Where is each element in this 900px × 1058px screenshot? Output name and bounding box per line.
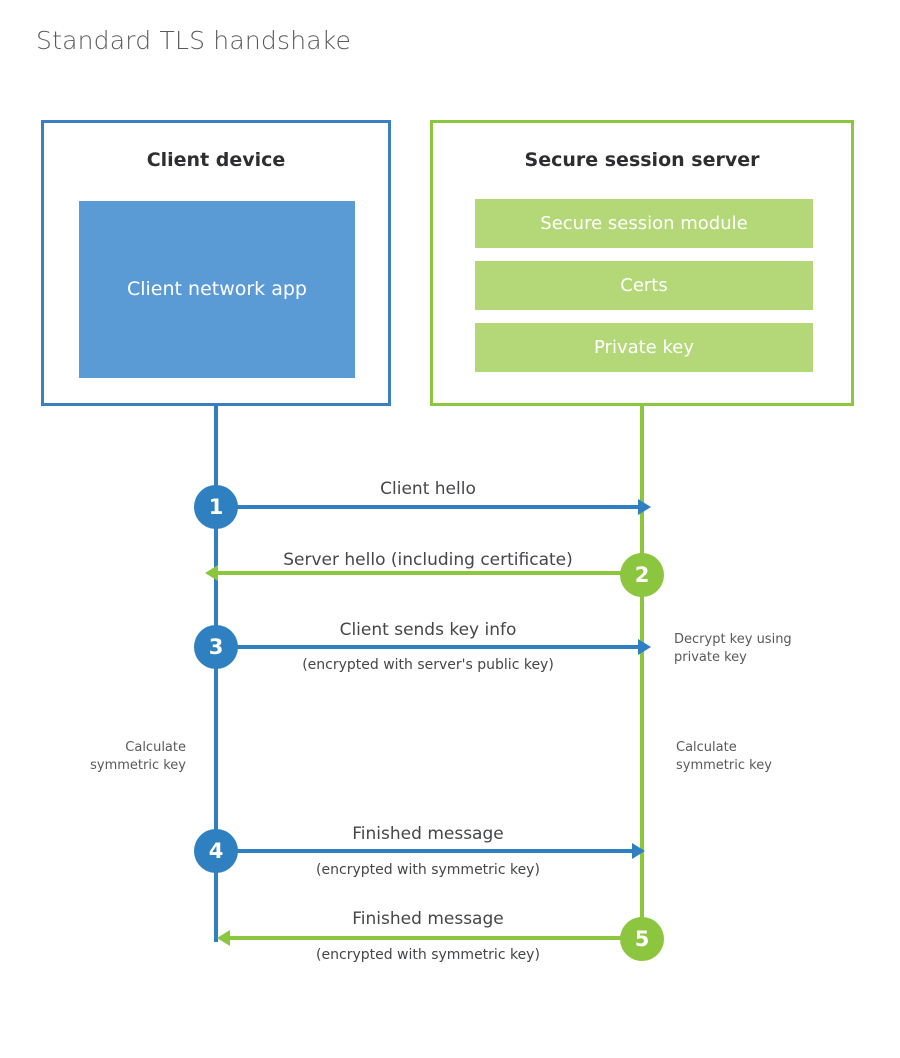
page-title: Standard TLS handshake: [36, 26, 352, 55]
step-4-arrow: [216, 843, 645, 859]
client-calculate-symmetric-key-note: Calculate symmetric key: [90, 740, 186, 773]
server-component-secure-session-module: Secure session module: [475, 199, 813, 248]
step-3-label: Client sends key info: [339, 620, 517, 640]
step-5-marker: 5: [620, 917, 664, 961]
arrow-head-left-icon: [217, 930, 230, 946]
step-1-marker: 1: [194, 485, 238, 529]
step-3-sublabel: (encrypted with server's public key): [302, 657, 554, 673]
server-calculate-symmetric-key-note: Calculate symmetric key: [676, 740, 772, 773]
arrow-head-right-icon: [638, 639, 651, 655]
client-network-app-block: Client network app: [79, 201, 355, 378]
step-1-arrow: [216, 499, 651, 515]
server-lifeline: [640, 404, 644, 942]
step-2-marker: 2: [620, 553, 664, 597]
arrow-head-left-icon: [205, 565, 218, 581]
client-device-box: Client device Client network app: [41, 120, 391, 406]
arrow-head-right-icon: [638, 499, 651, 515]
step-4-label: Finished message: [352, 824, 504, 844]
secure-session-server-box: Secure session server Secure session mod…: [430, 120, 854, 406]
server-decrypt-note: Decrypt key using private key: [674, 632, 792, 665]
server-component-private-key: Private key: [475, 323, 813, 372]
step-4-marker: 4: [194, 829, 238, 873]
step-4-sublabel: (encrypted with symmetric key): [316, 862, 540, 878]
step-3-marker: 3: [194, 625, 238, 669]
step-5-label: Finished message: [352, 909, 504, 929]
step-2-label: Server hello (including certificate): [283, 550, 573, 570]
client-lifeline: [214, 404, 218, 942]
server-component-certs: Certs: [475, 261, 813, 310]
step-3-arrow: [216, 639, 651, 655]
step-5-sublabel: (encrypted with symmetric key): [316, 947, 540, 963]
arrow-head-right-icon: [632, 843, 645, 859]
step-5-arrow: [217, 930, 640, 946]
server-component-stack: Secure session module Certs Private key: [475, 199, 813, 372]
step-2-arrow: [205, 565, 640, 581]
secure-session-server-title: Secure session server: [524, 149, 760, 171]
client-device-title: Client device: [146, 149, 286, 171]
step-1-label: Client hello: [380, 479, 476, 499]
